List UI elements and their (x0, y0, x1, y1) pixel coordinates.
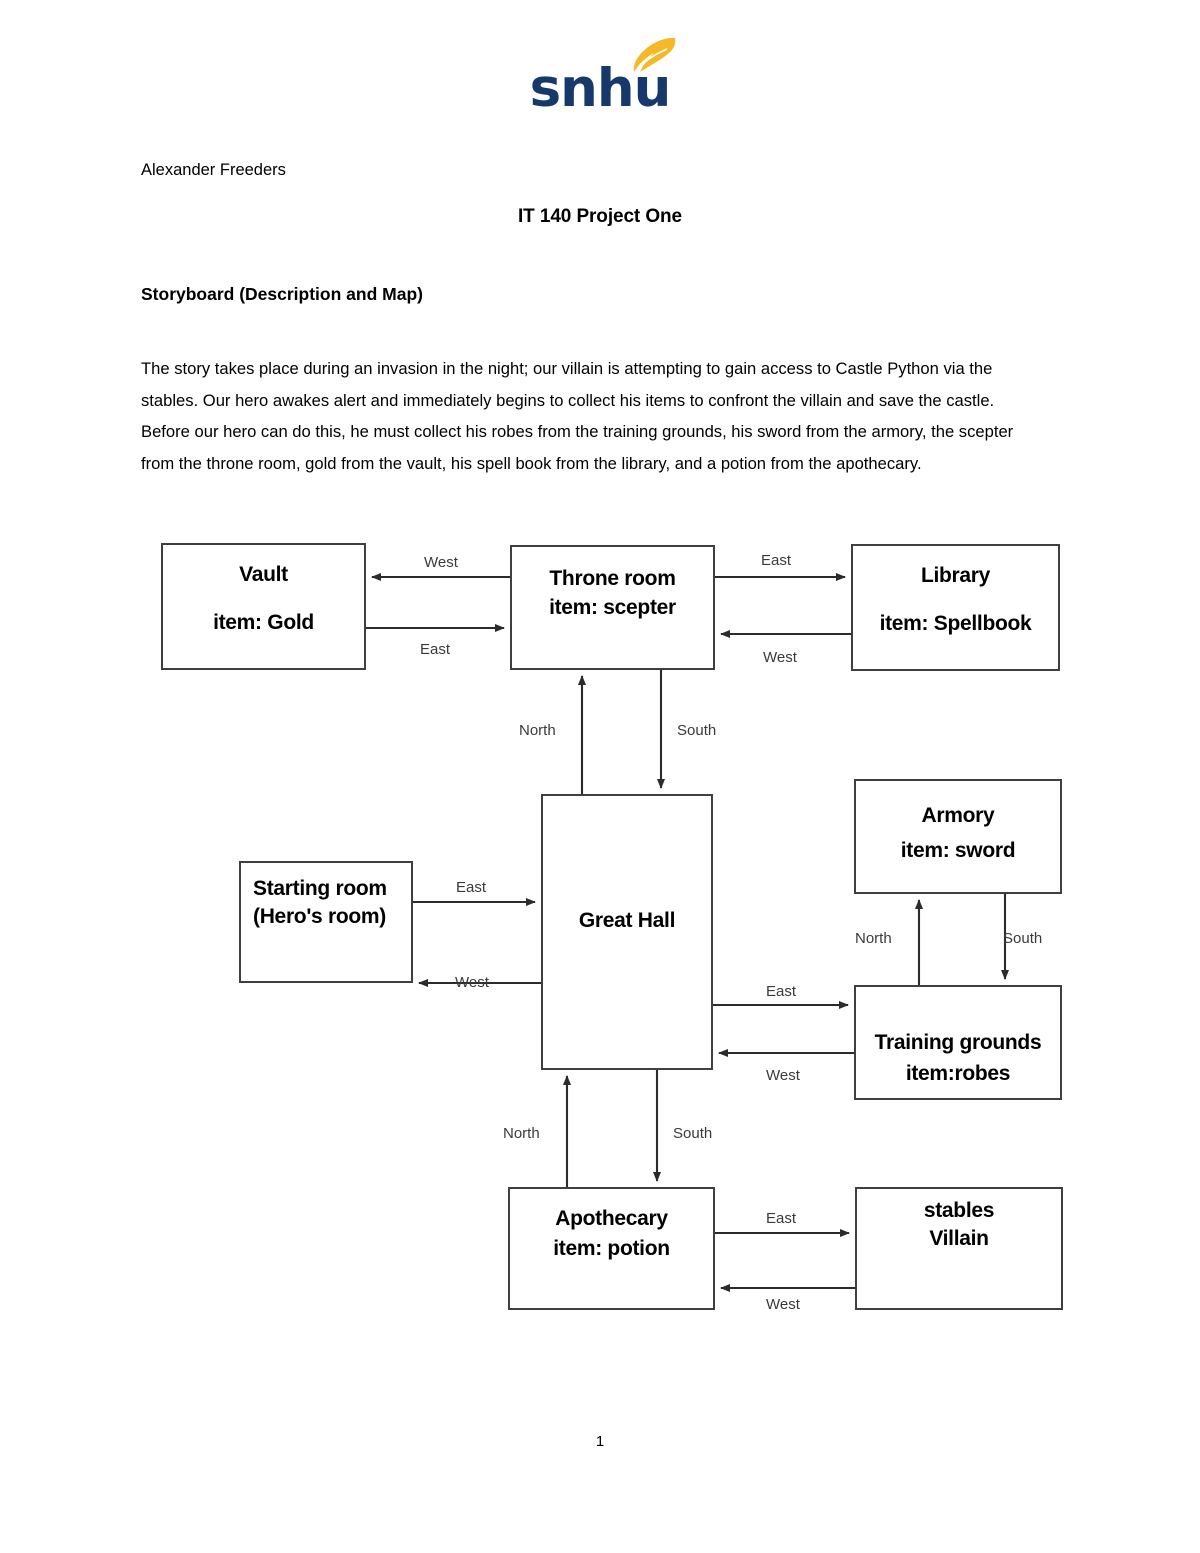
arrow-label-apothecary-to-stables: East (766, 1210, 797, 1227)
arrow-label-vault-to-throne: East (420, 641, 451, 658)
arrow-label-throne-to-library: East (761, 552, 792, 569)
room-name: Training grounds (874, 1031, 1042, 1054)
room-box-stables[interactable]: stables Villain (855, 1187, 1063, 1310)
room-box-training-grounds[interactable]: Training grounds item:robes (854, 985, 1062, 1100)
snhu-flame-icon (634, 37, 676, 72)
arrow-label-hall-to-throne: North (519, 722, 556, 739)
room-box-great-hall[interactable]: Great Hall (541, 794, 713, 1070)
arrow-label-library-to-throne: West (763, 649, 797, 666)
snhu-logo: snhu (0, 37, 1200, 115)
room-name: Great Hall (578, 909, 676, 932)
snhu-logo-text: snhu (529, 58, 672, 119)
arrow-label-armory-to-training: South (1003, 930, 1043, 947)
room-box-apothecary[interactable]: Apothecary item: potion (508, 1187, 715, 1310)
story-paragraph: The story takes place during an invasion… (141, 359, 1014, 473)
room-name: Apothecary (555, 1207, 668, 1230)
arrow-label-stables-to-apothecary: West (766, 1296, 800, 1313)
room-name: Library (920, 564, 991, 587)
room-box-armory[interactable]: Armory item: sword (854, 779, 1062, 894)
room-box-starting-room[interactable]: Starting room (Hero's room) (239, 861, 413, 983)
room-name: Starting room (253, 877, 387, 900)
arrow-label-training-to-armory: North (855, 930, 892, 947)
author-name: Alexander Freeders (141, 161, 286, 179)
room-item: item: scepter (549, 596, 676, 619)
room-name: stables (923, 1199, 995, 1222)
room-box-vault[interactable]: Vault item: Gold (161, 543, 366, 670)
room-item: item: potion (553, 1237, 670, 1260)
room-item: item: sword (900, 839, 1016, 862)
room-box-throne-room[interactable]: Throne room item: scepter (510, 545, 715, 670)
arrow-label-hall-to-training: East (766, 983, 797, 1000)
arrow-label-apothecary-to-hall: North (503, 1125, 540, 1142)
room-box-library[interactable]: Library item: Spellbook (851, 544, 1060, 671)
page-number: 1 (595, 1433, 605, 1450)
arrow-label-throne-to-hall: South (677, 722, 717, 739)
arrow-label-hall-to-apothecary: South (673, 1125, 713, 1142)
arrow-label-training-to-hall: West (766, 1067, 800, 1084)
page-title: IT 140 Project One (518, 206, 682, 227)
room-item: (Hero's room) (253, 905, 386, 928)
room-name: Throne room (549, 567, 676, 590)
section-heading: Storyboard (Description and Map) (141, 284, 423, 304)
room-name: Armory (921, 804, 995, 827)
room-item: item: Gold (213, 611, 314, 634)
arrow-label-hall-to-starting: West (455, 974, 489, 991)
arrow-label-throne-to-vault: West (424, 554, 458, 571)
room-name: Vault (239, 563, 288, 586)
room-item: item: Spellbook (879, 612, 1032, 635)
arrow-label-starting-to-hall: East (456, 879, 487, 896)
room-item: item:robes (905, 1062, 1011, 1085)
room-item: Villain (929, 1227, 989, 1250)
